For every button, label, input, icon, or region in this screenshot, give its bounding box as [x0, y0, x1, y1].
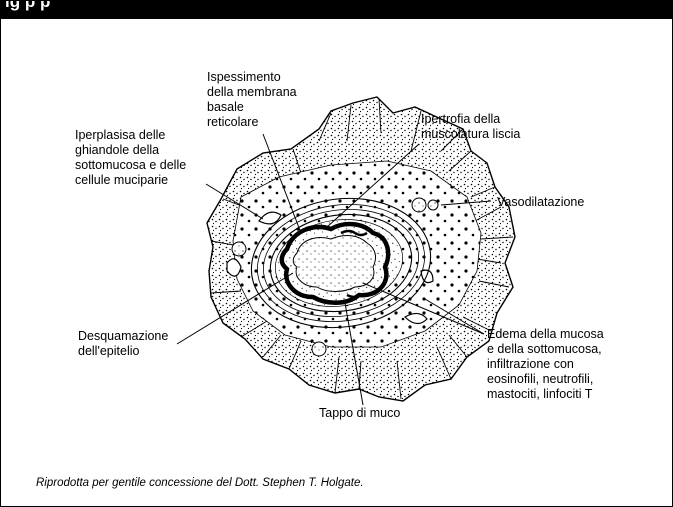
- label-mucus-plug: Tappo di muco: [319, 406, 400, 421]
- label-mucosal-edema: Edema della mucosa e della sottomucosa, …: [487, 327, 604, 402]
- label-gland-hyperplasia: Iperplasisa delle ghiandole della sottom…: [75, 128, 186, 188]
- figure-caption: Riprodotta per gentile concessione del D…: [36, 477, 364, 489]
- label-smooth-muscle-hypertrophy: Ipertrofia della muscolatura liscia: [421, 112, 520, 142]
- label-basement-membrane-thickening: Ispessimento della membrana basale retic…: [207, 70, 297, 130]
- label-vasodilatation: Vasodilatazione: [497, 195, 584, 210]
- label-epithelial-desquamation: Desquamazione dell'epitelio: [78, 329, 168, 359]
